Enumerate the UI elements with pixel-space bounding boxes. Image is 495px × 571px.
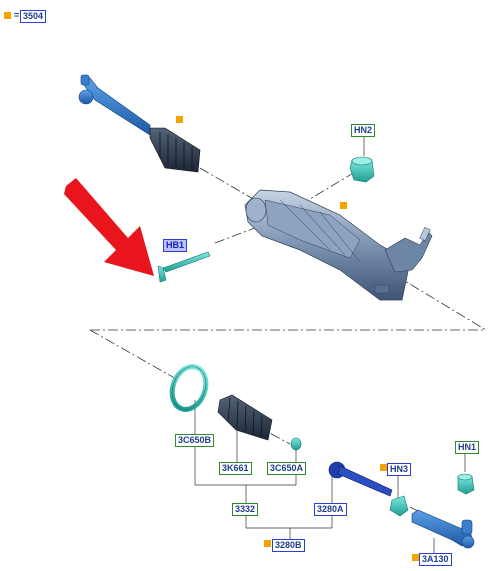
nut-hn1: [457, 473, 475, 495]
nut-hn3: [389, 495, 409, 517]
bushing-hn2: [349, 156, 375, 183]
steering-boot-3k661: [217, 394, 273, 441]
label-hn1[interactable]: HN1: [455, 441, 480, 454]
outer-tie-rod-end-upper: [78, 74, 151, 136]
label-3332[interactable]: 3332: [232, 503, 259, 516]
equals-sign: =: [14, 10, 20, 20]
label-3280a[interactable]: 3280A: [314, 503, 347, 516]
orange-marker-upper-boot: [176, 116, 183, 123]
steering-rack-assembly: [244, 189, 433, 301]
axis-hn2: [299, 171, 356, 206]
axis-upper-right: [394, 274, 487, 331]
pointer-arrow: [64, 178, 154, 276]
label-hn3[interactable]: HN3: [387, 463, 412, 476]
orange-marker-rack: [340, 202, 347, 209]
label-3a130[interactable]: 3A130: [419, 553, 452, 566]
clamp-3c650a: [290, 437, 302, 451]
label-3280b[interactable]: 3280B: [272, 539, 305, 552]
orange-marker-3280b: [264, 540, 271, 547]
steering-boot-upper: [149, 127, 201, 173]
label-hn2[interactable]: HN2: [351, 124, 376, 137]
label-hb1[interactable]: HB1: [163, 239, 188, 252]
leader-lines: [194, 135, 466, 553]
label-3c650a[interactable]: 3C650A: [267, 462, 307, 475]
label-3k661[interactable]: 3K661: [219, 462, 252, 475]
axis-hb1: [214, 227, 256, 244]
orange-marker-hn3: [380, 464, 387, 471]
hose-hb1: [157, 251, 211, 283]
axis-lower-left: [89, 329, 179, 381]
clamp-ring-3c650b: [169, 364, 209, 412]
inner-tie-rod-3280a: [328, 461, 393, 497]
orange-marker-header: [4, 12, 11, 19]
label-3504[interactable]: 3504: [20, 10, 47, 23]
outer-tie-rod-end-3a130: [411, 509, 475, 549]
axis-upper-left: [199, 167, 256, 201]
label-3c650b[interactable]: 3C650B: [175, 434, 215, 447]
orange-marker-3a130: [412, 554, 419, 561]
